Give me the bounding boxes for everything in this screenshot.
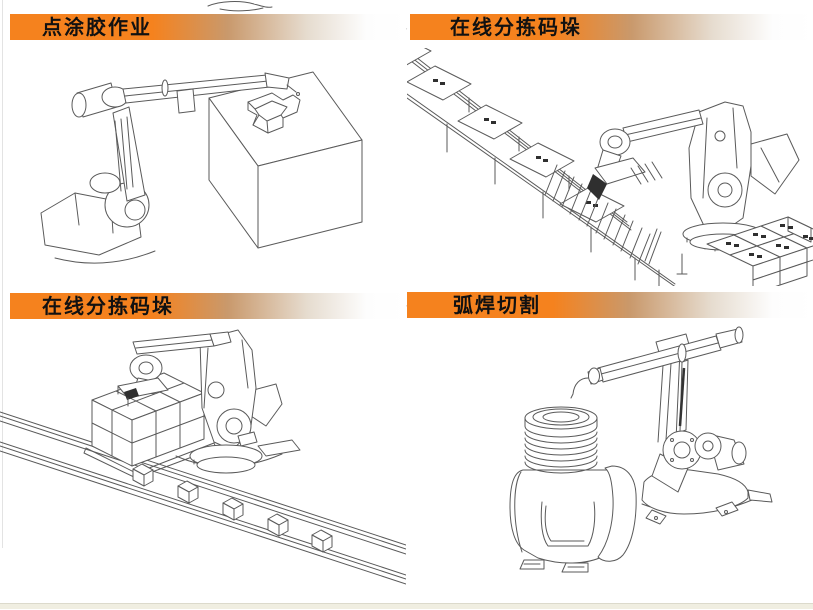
left-edge-line <box>2 0 3 548</box>
conveyor-boxes <box>132 463 333 553</box>
section-title: 在线分拣码垛 <box>450 15 582 39</box>
section-banner-arc-welding: 弧焊切割 <box>407 292 813 318</box>
arc-welding-illustration <box>509 326 773 573</box>
cutoff-drawing-fragment <box>207 1 273 12</box>
conveyor-roller-section <box>544 164 688 286</box>
conveyor-trays <box>407 48 625 223</box>
dispensing-illustration <box>40 71 363 264</box>
section-banner-dispensing: 点涂胶作业 <box>10 14 406 40</box>
conveyor-rails <box>0 411 406 585</box>
section-title: 点涂胶作业 <box>42 15 152 39</box>
section-title: 在线分拣码垛 <box>42 294 174 318</box>
section-title: 弧焊切割 <box>453 293 541 317</box>
coiled-workpiece <box>524 406 598 474</box>
section-banner-sorting-palletizing-bottom: 在线分拣码垛 <box>10 293 406 319</box>
sorting-palletizing-illustration <box>407 48 813 286</box>
welding-robot <box>570 326 773 525</box>
conveyor <box>407 49 676 286</box>
workpiece-fixture <box>509 465 637 573</box>
dispensing-robot-arm <box>40 72 300 264</box>
palletizing-robot <box>587 101 800 253</box>
bottom-strip <box>0 603 813 609</box>
palletizing-robot <box>117 329 301 474</box>
pallet-box-stack <box>706 216 813 286</box>
palletizing-illustration <box>0 329 406 585</box>
pallet-box-stack <box>83 372 217 479</box>
section-banner-sorting-palletizing-top: 在线分拣码垛 <box>410 14 813 40</box>
cube-workpiece <box>208 71 363 249</box>
